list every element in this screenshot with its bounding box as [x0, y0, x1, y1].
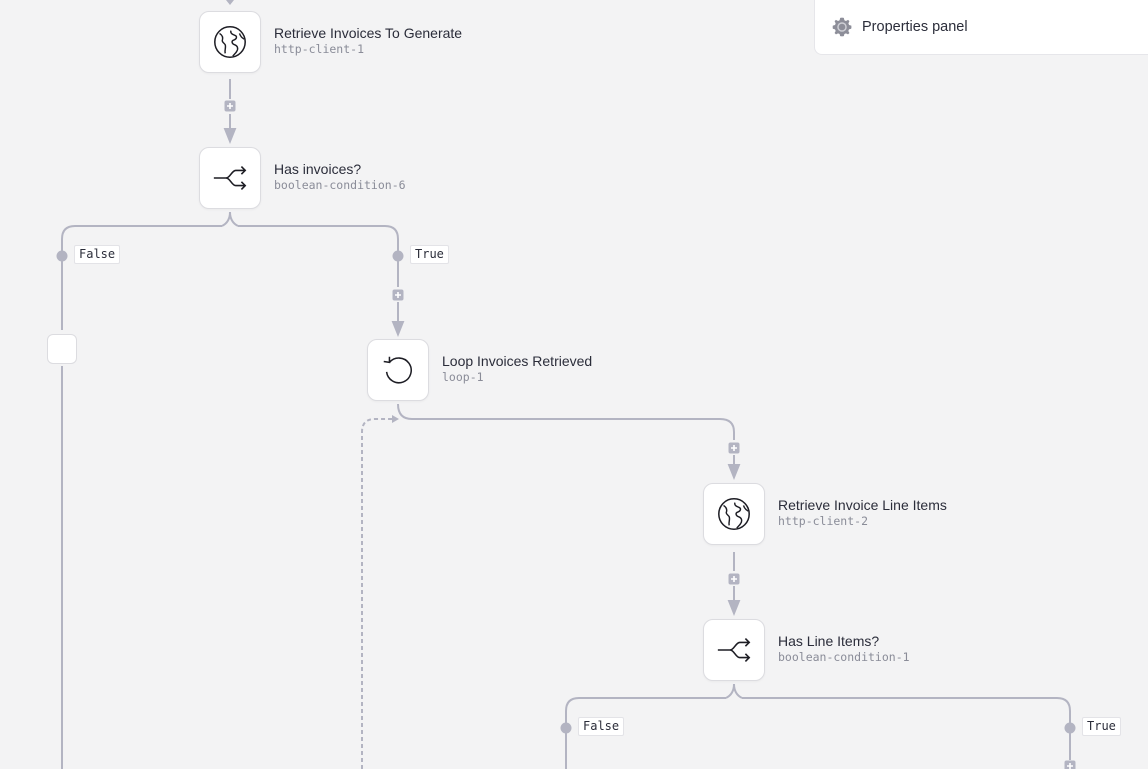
add-step-button[interactable] [1064, 760, 1076, 769]
node-title: Has invoices? [274, 161, 362, 177]
globe-icon [214, 26, 246, 58]
node-id: http-client-1 [274, 42, 365, 56]
branch-label-false: False [74, 245, 121, 264]
globe-icon [718, 498, 750, 530]
workflow-node-retrieve-line-items[interactable] [703, 483, 765, 545]
add-step-button[interactable] [728, 573, 740, 585]
branch-split-icon [717, 638, 751, 662]
node-title: Retrieve Invoice Line Items [778, 497, 947, 513]
add-step-button[interactable] [224, 100, 236, 112]
loop-icon [383, 356, 412, 384]
node-label: Has invoices? boolean-condition-6 [274, 161, 406, 193]
node-id: http-client-2 [778, 514, 869, 528]
empty-step-placeholder[interactable] [47, 334, 77, 364]
node-title: Has Line Items? [778, 633, 880, 649]
node-label: Has Line Items? boolean-condition-1 [778, 633, 910, 665]
branch-label-true: True [410, 245, 449, 264]
properties-panel-title: Properties panel [862, 19, 968, 35]
node-title: Loop Invoices Retrieved [442, 353, 593, 369]
branch-split-icon [213, 166, 247, 190]
branch-label-false: False [578, 717, 625, 736]
node-id: boolean-condition-6 [274, 178, 406, 192]
node-title: Retrieve Invoices To Generate [274, 25, 463, 41]
workflow-node-has-line-items[interactable] [703, 619, 765, 681]
properties-panel[interactable]: Properties panel [814, 0, 1148, 55]
node-id: loop-1 [442, 370, 484, 384]
add-step-button[interactable] [728, 442, 740, 454]
gear-icon[interactable] [831, 16, 853, 38]
node-label: Retrieve Invoices To Generate http-clien… [274, 25, 462, 57]
workflow-node-retrieve-invoices[interactable] [199, 11, 261, 73]
workflow-node-loop-invoices[interactable] [367, 339, 429, 401]
branch-label-true: True [1082, 717, 1121, 736]
node-label: Retrieve Invoice Line Items http-client-… [778, 497, 947, 529]
node-label: Loop Invoices Retrieved loop-1 [442, 353, 592, 385]
node-id: boolean-condition-1 [778, 650, 910, 664]
add-step-button[interactable] [392, 289, 404, 301]
workflow-node-has-invoices[interactable] [199, 147, 261, 209]
